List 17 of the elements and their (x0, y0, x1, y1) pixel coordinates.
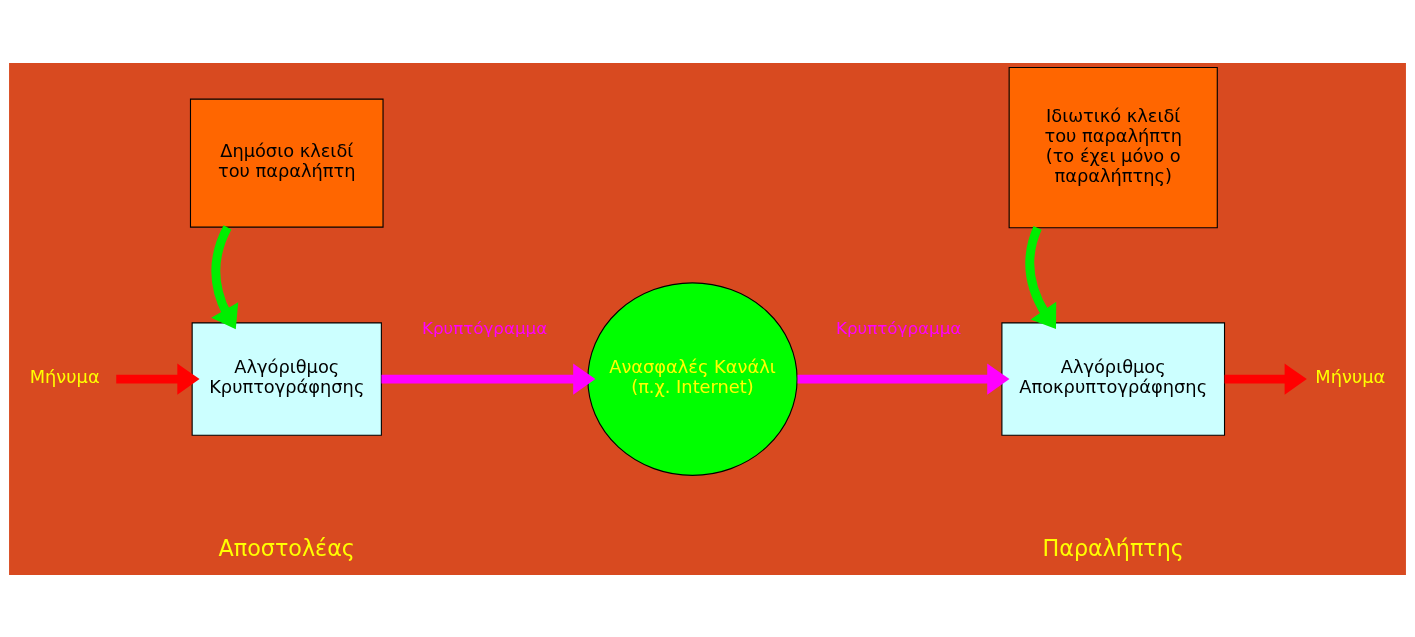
edge-label: Κρυπτόγραμμα (836, 318, 962, 338)
node-text: Μήνυμα (1315, 365, 1386, 387)
node-box: Δημόσιο κλειδί του παραλήπτη (189, 98, 384, 228)
arrow (116, 363, 200, 395)
label: Παραλήπτης (1042, 534, 1184, 561)
arrow (1224, 363, 1307, 395)
node-text: Μήνυμα (29, 365, 100, 387)
node-box: Ιδιωτικό κλειδί του παραλήπτη (το έχει μόνο ο παραλήπτης) (1008, 66, 1218, 228)
node-box: Αλγόριθμος Αποκρυπτογράφησης (1001, 321, 1226, 436)
arrow (797, 363, 1010, 395)
arrow (1025, 225, 1057, 329)
label: Αποστολέας (218, 534, 355, 561)
node-circle: Ανασφαλές Κανάλι (π.χ. Internet) (587, 281, 798, 476)
edge-label: Κρυπτόγραμμα (421, 318, 548, 338)
node-box: Αλγόριθμος Κρυπτογράφησης (191, 321, 382, 436)
arrow (211, 224, 239, 329)
arrow (381, 363, 596, 395)
